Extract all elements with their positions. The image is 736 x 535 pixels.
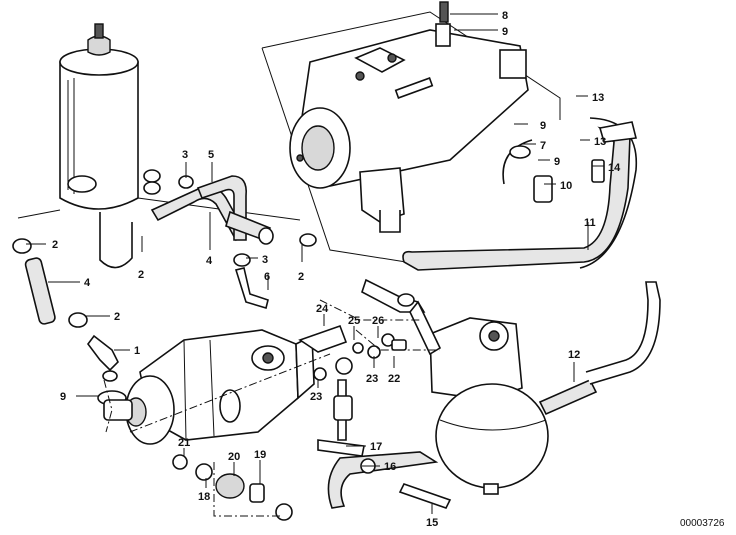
callout-2: 2	[52, 239, 58, 251]
callout-16: 16	[384, 461, 396, 473]
callout-22: 22	[388, 373, 400, 385]
callout-9: 9	[60, 391, 66, 403]
callout-21: 21	[178, 437, 190, 449]
callout-9: 9	[502, 26, 508, 38]
callout-2: 2	[138, 269, 144, 281]
return-hoses	[12, 175, 317, 406]
callout-23: 23	[310, 391, 322, 403]
callout-5: 5	[208, 149, 214, 161]
callout-1: 1	[134, 345, 140, 357]
callout-4: 4	[206, 255, 213, 267]
callout-4: 4	[84, 277, 91, 289]
callout-13: 13	[592, 92, 604, 104]
callout-6: 6	[264, 271, 270, 283]
leader-lines	[26, 13, 604, 514]
callout-10: 10	[560, 180, 572, 192]
callout-3: 3	[182, 149, 188, 161]
callout-3: 3	[262, 254, 268, 266]
callout-13: 13	[594, 136, 606, 148]
callout-2: 2	[114, 311, 120, 323]
callout-11: 11	[584, 217, 596, 229]
callout-15: 15	[426, 517, 438, 529]
callout-18: 18	[198, 491, 210, 503]
pressure-accumulator	[361, 278, 661, 495]
reference-number: 00003726	[680, 518, 725, 529]
callout-8: 8	[502, 10, 508, 22]
callout-12: 12	[568, 349, 580, 361]
steering-gear	[261, 1, 561, 263]
callout-24: 24	[316, 303, 329, 315]
callout-25: 25	[348, 315, 360, 327]
callout-23: 23	[366, 373, 378, 385]
callout-26: 26	[372, 315, 384, 327]
callout-20: 20	[228, 451, 240, 463]
fluid-reservoir	[17, 23, 301, 269]
callout-17: 17	[370, 441, 382, 453]
callout-7: 7	[540, 140, 546, 152]
callout-9: 9	[554, 156, 560, 168]
pressure-line	[402, 117, 638, 271]
callout-14: 14	[608, 162, 621, 174]
callout-9: 9	[540, 120, 546, 132]
mounting-hardware	[172, 324, 452, 521]
callout-19: 19	[254, 449, 266, 461]
alignment-lines	[103, 299, 440, 517]
callout-2: 2	[298, 271, 304, 283]
callout-labels: 8 9 13 9 13 7 9 14 10 11 3 5 2 2 4 3 2 4…	[52, 10, 621, 529]
